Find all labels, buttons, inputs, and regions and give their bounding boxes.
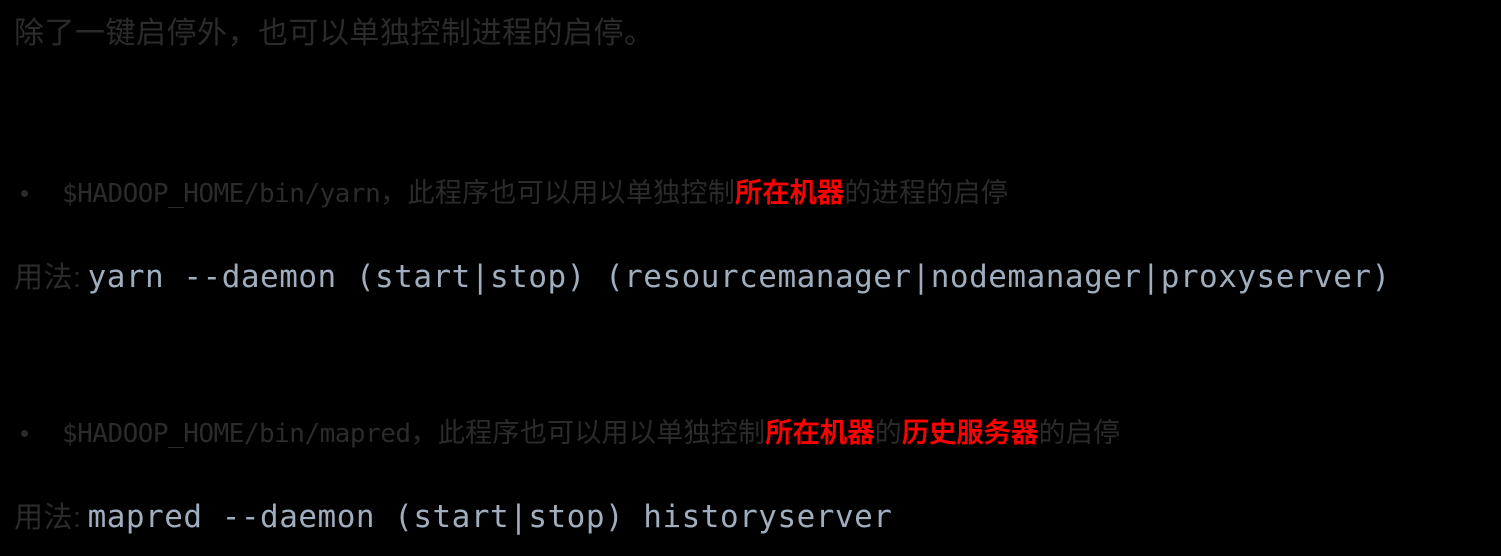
hadoop-path-yarn: $HADOOP_HOME/bin/yarn: [62, 179, 381, 209]
bullet-marker-icon: •: [20, 178, 30, 208]
usage-command-yarn: yarn --daemon (start|stop) (resourcemana…: [87, 259, 1391, 295]
bullet-item-mapred: • $HADOOP_HOME/bin/mapred，此程序也可以用以单独控制所在…: [14, 412, 1120, 455]
usage-label-yarn: 用法:: [14, 262, 82, 294]
bullet-text-before-yarn: ，此程序也可以用以单独控制: [380, 178, 736, 208]
usage-line-yarn: 用法: yarn --daemon (start|stop) (resource…: [14, 255, 1391, 300]
usage-line-mapred: 用法: mapred --daemon (start|stop) history…: [14, 495, 892, 540]
bullet-text-mapred: $HADOOP_HOME/bin/mapred，此程序也可以用以单独控制所在机器…: [62, 412, 1120, 455]
bullet-marker-icon: •: [20, 418, 30, 448]
bullet-text-after-mapred: 的启停: [1038, 418, 1121, 448]
bullet-text-before-mapred: ，此程序也可以用以单独控制: [410, 418, 766, 448]
usage-label-mapred: 用法:: [14, 502, 82, 534]
usage-command-mapred: mapred --daemon (start|stop) historyserv…: [87, 499, 893, 535]
highlight-machine-yarn: 所在机器: [735, 178, 845, 208]
highlight-history-server: 历史服务器: [901, 418, 1039, 448]
hadoop-path-mapred: $HADOOP_HOME/bin/mapred: [62, 419, 411, 449]
bullet-text-middle-yarn: 的进程的启停: [844, 178, 1009, 208]
bullet-item-yarn: • $HADOOP_HOME/bin/yarn，此程序也可以用以单独控制所在机器…: [14, 172, 1008, 215]
highlight-machine-mapred: 所在机器: [765, 418, 875, 448]
intro-paragraph: 除了一键启停外，也可以单独控制进程的启停。: [14, 17, 655, 50]
bullet-text-middle-mapred: 的: [874, 418, 902, 448]
bullet-text-yarn: $HADOOP_HOME/bin/yarn，此程序也可以用以单独控制所在机器的进…: [62, 172, 1008, 215]
